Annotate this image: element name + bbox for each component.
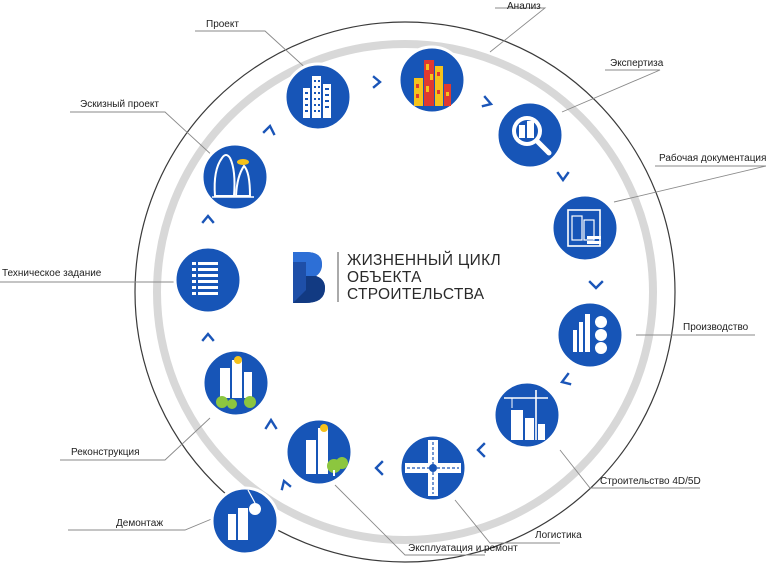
reconstruction-icon — [216, 356, 256, 409]
arrow-5 — [559, 372, 572, 386]
leader-lines — [0, 7, 766, 556]
label-tz: Техническое задание — [2, 268, 102, 279]
node-rabochaya[interactable] — [550, 193, 620, 263]
inner-ring — [153, 40, 657, 544]
building-with-trees-icon — [306, 424, 348, 476]
sketch-building-icon — [212, 154, 254, 198]
crossroads-icon — [405, 440, 461, 496]
flow-arrows — [201, 75, 604, 491]
arrow-9 — [264, 417, 278, 430]
node-rekonstrukciya[interactable] — [201, 348, 271, 418]
node-ekspluataciya[interactable] — [284, 417, 354, 487]
label-rabochaya: Рабочая документация — [659, 152, 766, 164]
node-proizvodstvo[interactable] — [555, 300, 625, 370]
arrow-2 — [481, 95, 494, 108]
label-stroitelstvo: Строительство 4D/5D — [600, 476, 701, 487]
arrow-12 — [262, 123, 276, 136]
label-analiz: Анализ — [507, 1, 541, 12]
arrow-7 — [374, 460, 384, 476]
arrow-8 — [280, 478, 292, 491]
materials-stack-icon — [573, 314, 607, 354]
label-ekspluataciya: Эксплуатация и ремонт — [408, 543, 518, 554]
logo-b-icon — [293, 252, 325, 303]
label-proekt: Проект — [206, 19, 239, 30]
node-logistika[interactable] — [398, 433, 468, 503]
center-title: ЖИЗНЕННЫЙ ЦИКЛ ОБЪЕКТА СТРОИТЕЛЬСТВА — [293, 251, 501, 303]
label-logistika: Логистика — [535, 530, 582, 541]
outer-ring — [134, 21, 676, 563]
node-ekspertiza[interactable] — [495, 100, 565, 170]
blueprint-document-icon — [567, 209, 601, 247]
node-stroitelstvo[interactable] — [492, 380, 562, 450]
arrow-1 — [372, 75, 382, 89]
node-proekt[interactable] — [283, 62, 353, 132]
label-eskiz: Эскизный проект — [80, 99, 159, 110]
label-demontazh: Демонтаж — [116, 518, 163, 529]
title-line-3: СТРОИТЕЛЬСТВА — [347, 286, 485, 303]
crane-building-icon — [504, 390, 548, 440]
magnifier-building-icon — [512, 116, 552, 156]
node-tz[interactable] — [173, 245, 243, 315]
arrow-4 — [588, 280, 604, 290]
node-analiz[interactable] — [397, 45, 467, 115]
arrow-11 — [201, 214, 215, 224]
document-lines-icon — [192, 262, 218, 295]
title-line-1: ЖИЗНЕННЫЙ ЦИКЛ — [347, 251, 501, 269]
building-tower-icon — [303, 76, 331, 118]
label-rekonstrukciya: Реконструкция — [71, 447, 140, 458]
node-demontazh[interactable] — [210, 486, 280, 556]
label-ekspertiza: Экспертиза — [610, 58, 664, 69]
title-line-2: ОБЪЕКТА — [347, 269, 422, 286]
label-proizvodstvo: Производство — [683, 322, 749, 333]
arrow-3 — [556, 171, 570, 183]
demolition-icon — [228, 489, 261, 540]
arrow-6 — [476, 442, 486, 458]
stage-labels: Проект Анализ Экспертиза Рабочая докумен… — [2, 1, 766, 554]
arrow-10 — [201, 332, 215, 342]
color-building-analysis-icon — [414, 60, 451, 106]
node-eskiz[interactable] — [200, 142, 270, 212]
